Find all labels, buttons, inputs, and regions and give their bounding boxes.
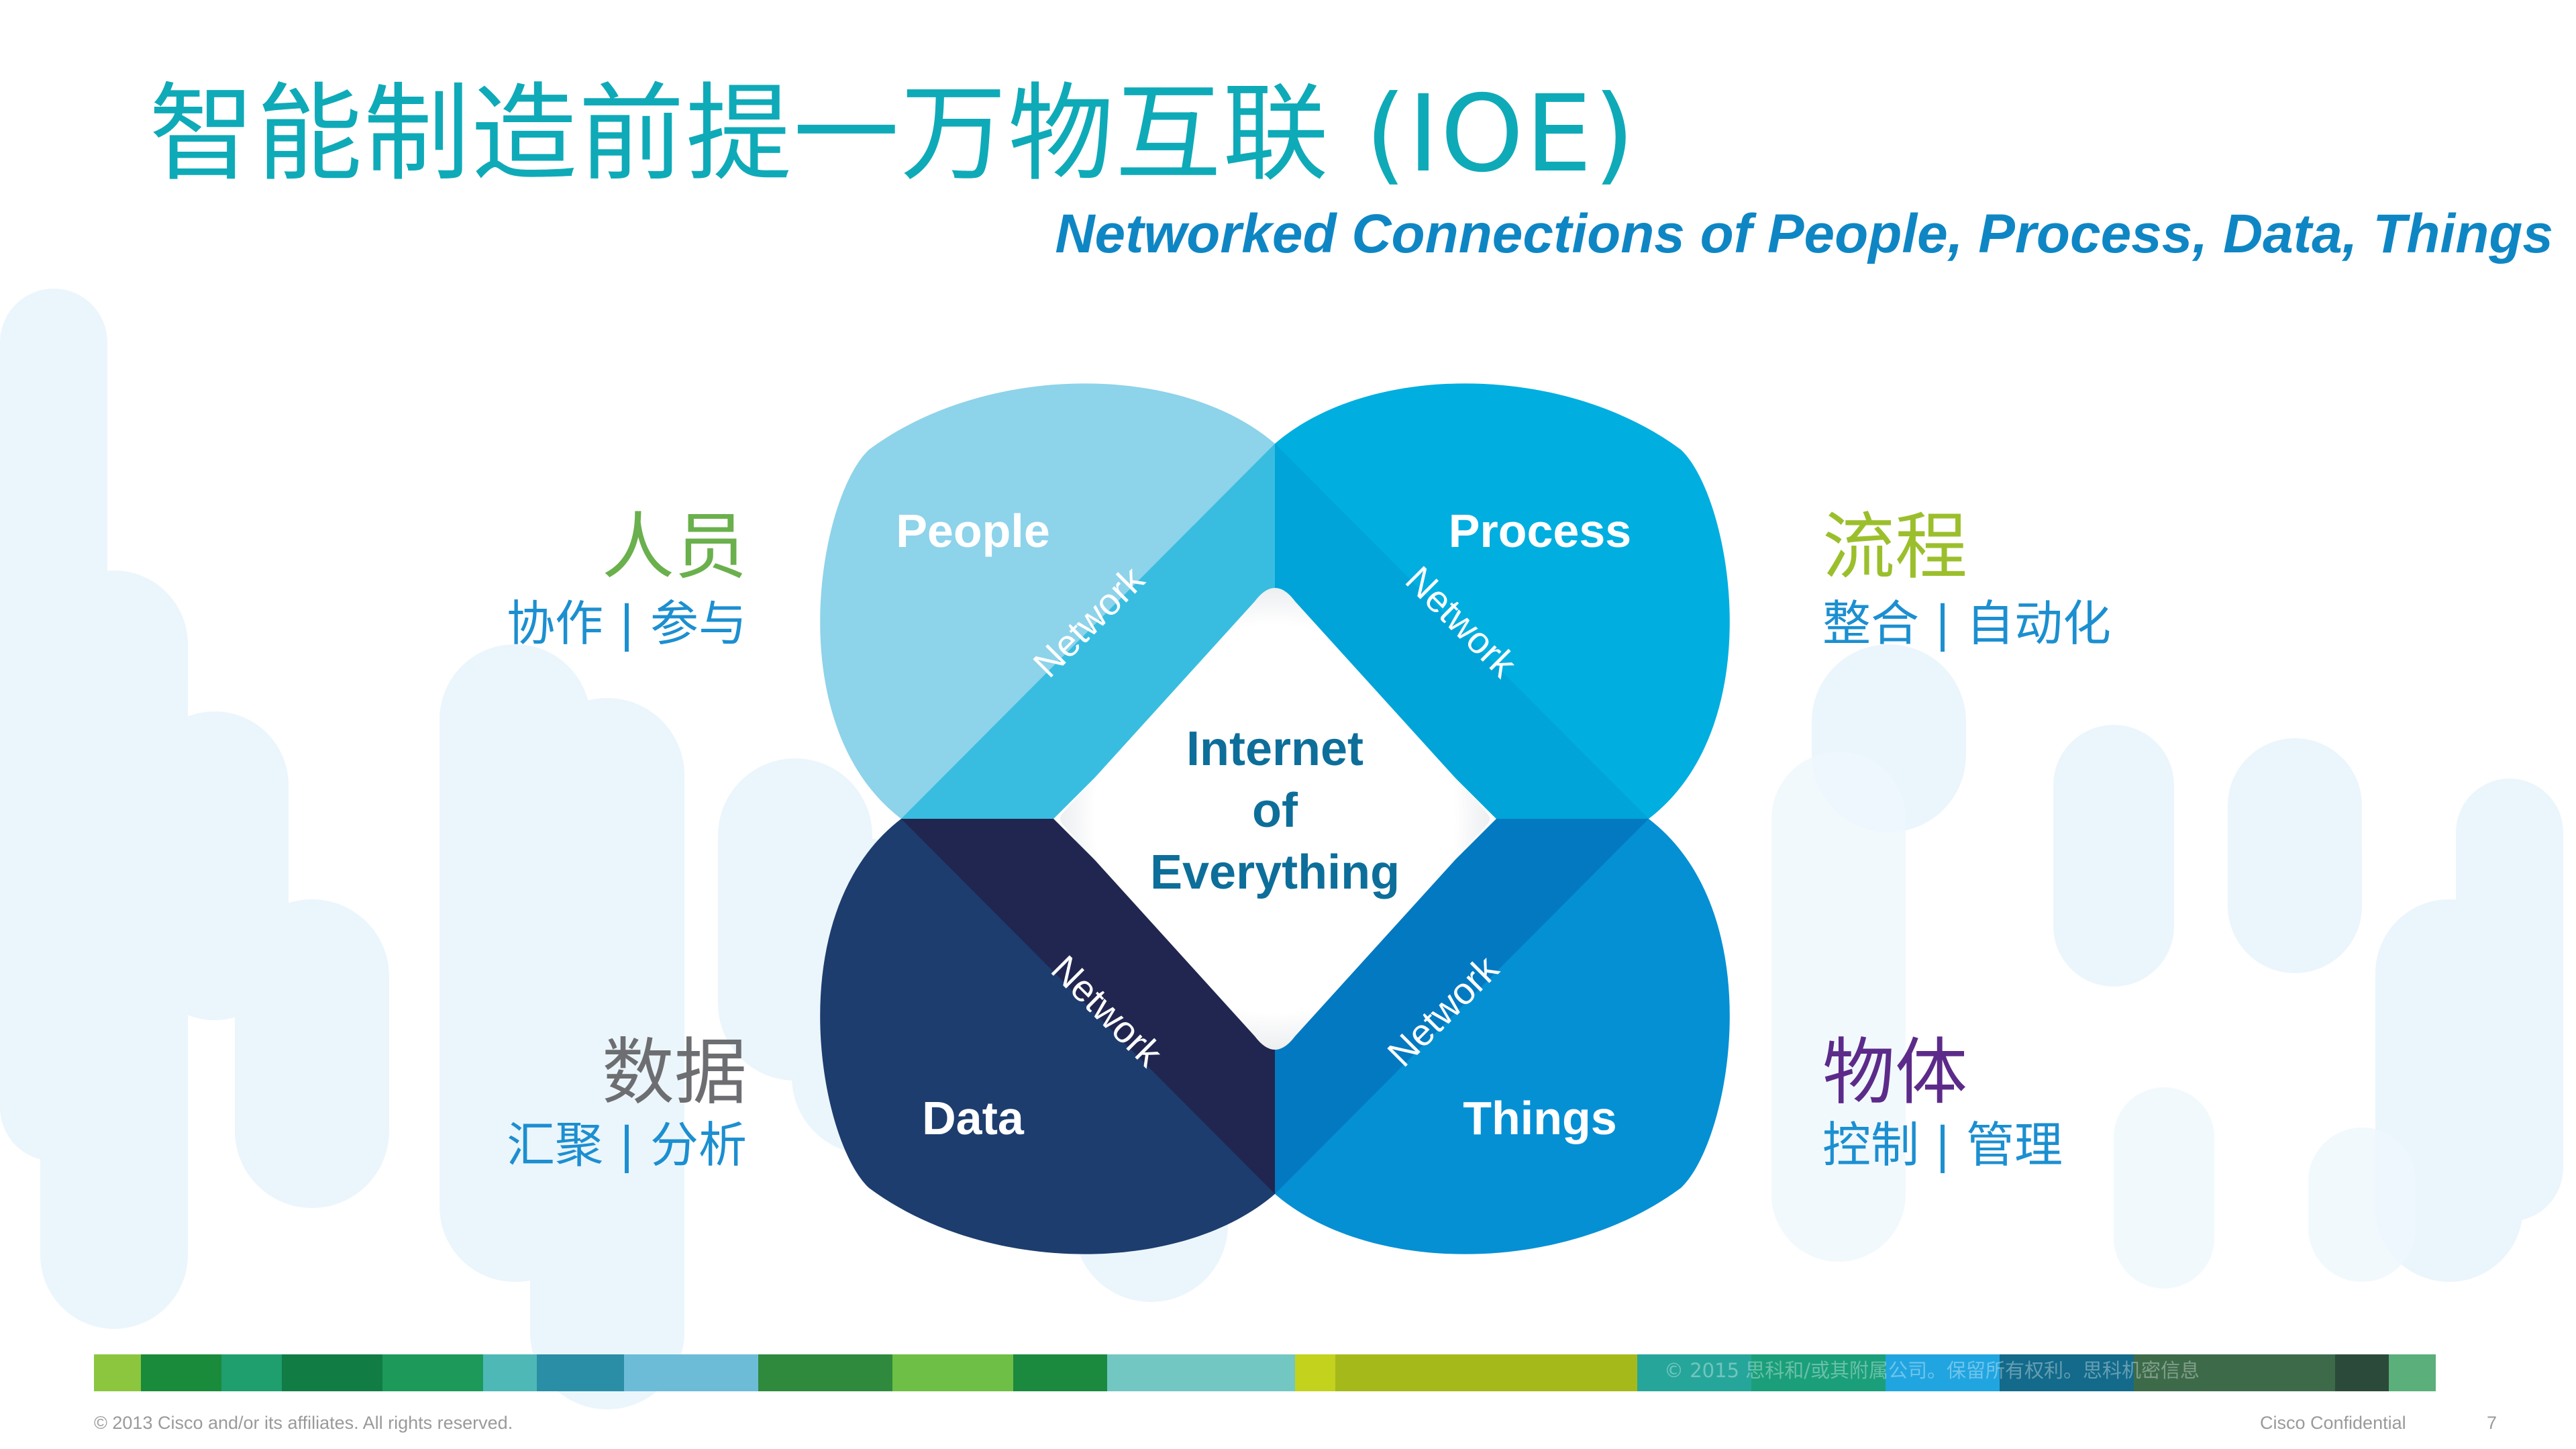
- center-title-line3: Everything: [1150, 846, 1400, 899]
- process-heading: 流程: [1822, 505, 1968, 589]
- process-petal-label: Process: [1449, 505, 1631, 557]
- data-petal-label: Data: [922, 1092, 1025, 1144]
- page-subtitle: Networked Connections of People, Process…: [1055, 203, 2553, 264]
- things-petal-label: Things: [1463, 1092, 1616, 1144]
- center-title-line2: of: [1252, 784, 1298, 838]
- footer-watermark: © 2015 思科和/或其附属公司。保留所有权利。思科机密信息: [1664, 1359, 2200, 1382]
- network-band-people: [901, 444, 1275, 819]
- data-heading: 数据: [601, 1031, 747, 1115]
- page-title: 智能制造前提一万物互联 (IOE): [149, 72, 1637, 196]
- things-heading: 物体: [1822, 1031, 1968, 1115]
- page-number: 7: [2487, 1413, 2497, 1433]
- things-subtext: 控制 | 管理: [1822, 1117, 2063, 1173]
- data-subtext: 汇聚 | 分析: [506, 1117, 747, 1173]
- center-diamond: [1060, 588, 1490, 1050]
- footer-copyright: © 2013 Cisco and/or its affiliates. All …: [94, 1413, 513, 1433]
- ioe-petal-diagram: Internet of Everything People Process Da…: [820, 383, 1730, 1254]
- people-subtext: 协作 | 参与: [506, 595, 747, 652]
- footer-confidential: Cisco Confidential: [2260, 1413, 2406, 1433]
- center-title-line1: Internet: [1186, 722, 1363, 776]
- process-subtext: 整合 | 自动化: [1822, 595, 2112, 652]
- network-band-data: [901, 819, 1275, 1194]
- network-band-process: [1275, 444, 1649, 819]
- network-band-things: [1275, 819, 1649, 1194]
- footer-color-strip: [94, 1354, 2496, 1391]
- people-petal-label: People: [896, 505, 1050, 557]
- people-heading: 人员: [601, 505, 747, 589]
